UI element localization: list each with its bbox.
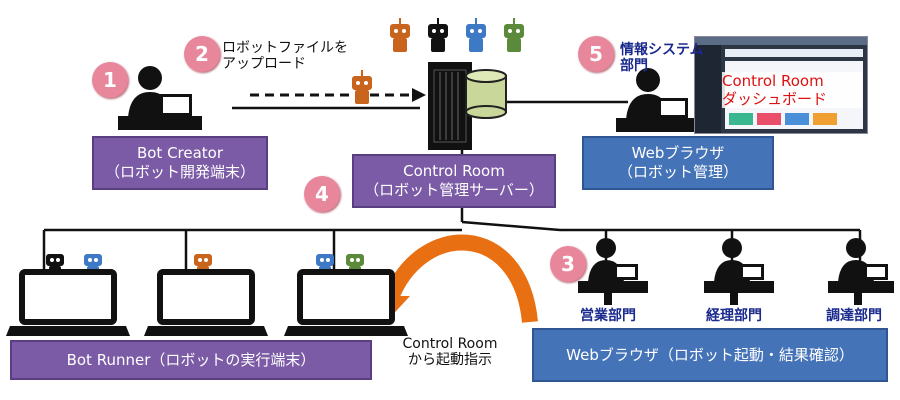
step-badge-5: 5 — [578, 36, 614, 72]
infosys-label: 情報システム 部門 — [620, 42, 704, 74]
person-icon — [828, 238, 894, 305]
web-run-box: Webブラウザ（ロボット起動・結果確認） — [532, 328, 888, 382]
infosys-label-line1: 情報システム — [620, 42, 704, 58]
robot-icon — [466, 18, 486, 52]
web-run-label: Webブラウザ（ロボット起動・結果確認） — [566, 345, 854, 364]
person-icon — [616, 68, 700, 132]
robot-icon — [390, 18, 410, 52]
laptop-icon — [6, 269, 130, 336]
bot-creator-title: Bot Creator — [136, 144, 224, 162]
upload-label-line1: ロボットファイルを — [222, 40, 348, 56]
bot-creator-subtitle: （ロボット開発端末） — [104, 163, 255, 181]
infosys-label-line2: 部門 — [620, 58, 648, 74]
step-badge-3: 3 — [550, 246, 586, 282]
upload-label: ロボットファイルを アップロード — [222, 40, 348, 72]
web-management-subtitle: （ロボット管理） — [617, 163, 738, 181]
laptop-icon — [144, 269, 268, 336]
dashboard-label-line2: ダッシュボード — [722, 90, 828, 108]
step-badge-4: 4 — [304, 176, 340, 212]
robot-icon — [428, 18, 448, 52]
instruction-label-line1: Control Room — [402, 336, 498, 352]
web-management-title: Webブラウザ — [631, 144, 725, 162]
step-badge-2: 2 — [184, 36, 220, 72]
dept-label-accounting: 経理部門 — [706, 308, 762, 324]
instruction-label-line2: から起動指示 — [408, 352, 492, 368]
instruction-label: Control Room から起動指示 — [392, 336, 508, 368]
bot-runner-label: Bot Runner（ロボットの実行端末） — [66, 350, 316, 369]
person-icon — [118, 66, 202, 130]
control-room-subtitle: （ロボット管理サーバー） — [364, 181, 544, 199]
bot-creator-box: Bot Creator （ロボット開発端末） — [92, 136, 268, 190]
robot-icon — [352, 70, 372, 104]
dashboard-label-line1: Control Room — [722, 72, 824, 90]
upload-label-line2: アップロード — [222, 56, 306, 72]
bot-runner-box: Bot Runner（ロボットの実行端末） — [10, 340, 372, 380]
step-badge-1: 1 — [92, 62, 128, 98]
control-room-box: Control Room （ロボット管理サーバー） — [352, 154, 556, 208]
person-icon — [704, 238, 774, 305]
web-management-box: Webブラウザ （ロボット管理） — [582, 136, 774, 190]
laptop-icon — [284, 269, 408, 336]
dept-label-procurement: 調達部門 — [826, 308, 882, 324]
control-room-title: Control Room — [403, 162, 505, 180]
dept-label-sales: 営業部門 — [580, 308, 636, 324]
robot-icon — [504, 18, 524, 52]
person-icon — [578, 238, 648, 305]
dashboard-label: Control Room ダッシュボード — [722, 72, 862, 108]
